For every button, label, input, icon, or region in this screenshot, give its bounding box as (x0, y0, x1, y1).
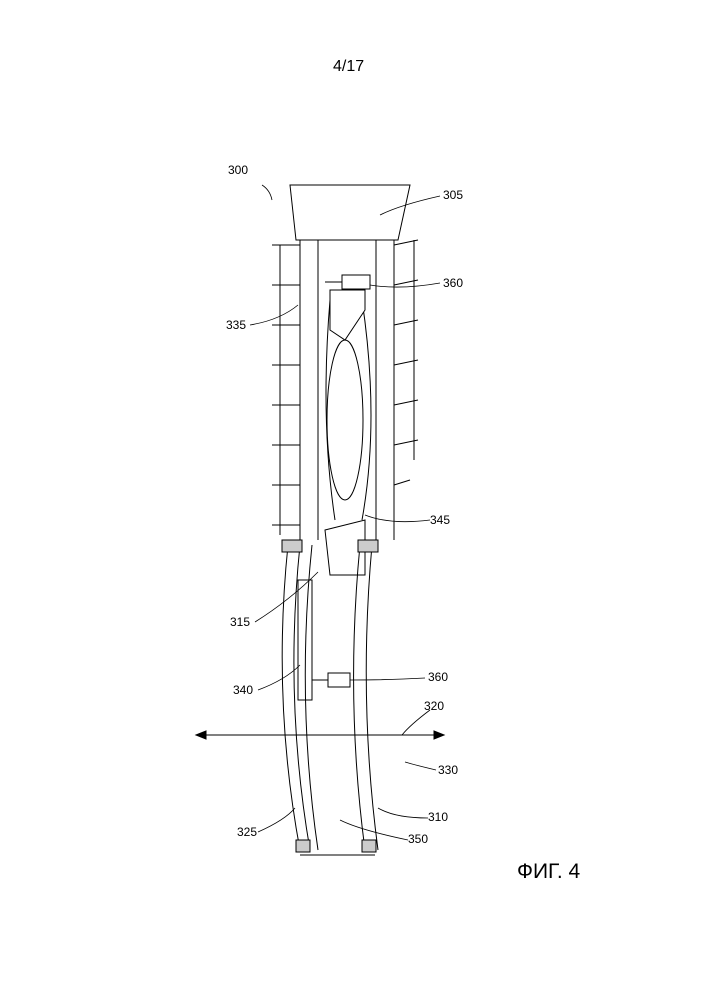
figure-label: ФИГ. 4 (517, 860, 580, 884)
actuator-360-top (325, 275, 370, 289)
label-305: 305 (443, 188, 463, 202)
label-315: 315 (230, 615, 250, 629)
column-body (300, 240, 394, 575)
label-300: 300 (228, 163, 248, 177)
label-310: 310 (428, 810, 448, 824)
actuator-360-bottom (312, 673, 350, 687)
label-335: 335 (226, 318, 246, 332)
label-360-top: 360 (443, 276, 463, 290)
label-325: 325 (237, 825, 257, 839)
label-350: 350 (408, 832, 428, 846)
top-plate-305 (290, 185, 410, 240)
page-number: 4/17 (333, 58, 364, 76)
leader-lines (250, 185, 440, 840)
label-360-bottom: 360 (428, 670, 448, 684)
label-320: 320 (424, 699, 444, 713)
optical-axis-arrow-320 (196, 731, 444, 739)
left-fins (272, 245, 300, 535)
right-fins (394, 240, 418, 485)
label-345: 345 (430, 513, 450, 527)
curved-lens-section (282, 540, 378, 855)
label-340: 340 (233, 683, 253, 697)
label-330: 330 (438, 763, 458, 777)
